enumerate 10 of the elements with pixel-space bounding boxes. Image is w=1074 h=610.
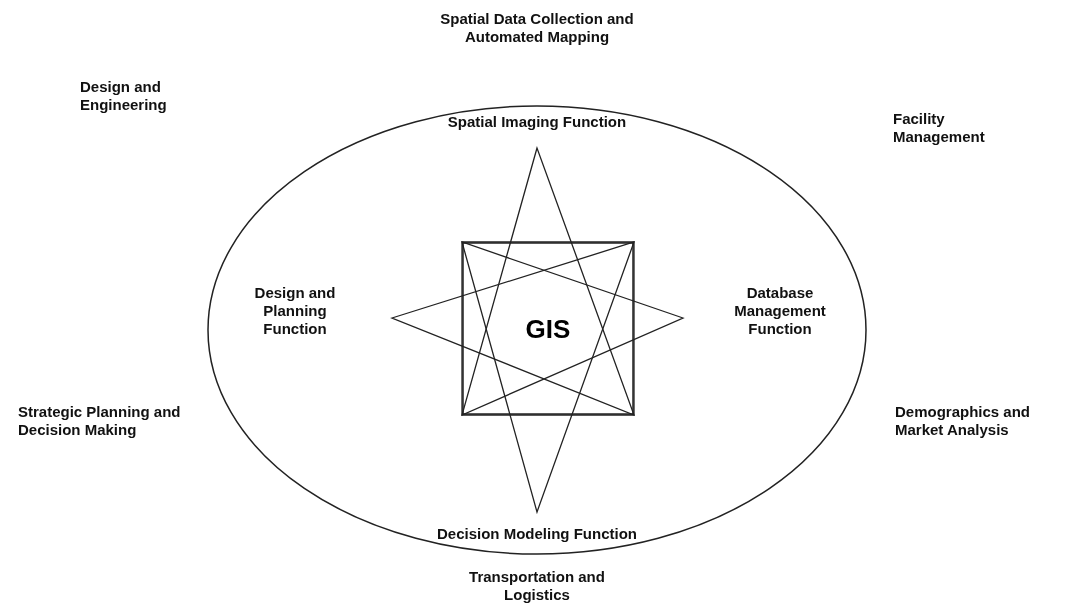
function-label: Decision Modeling Function xyxy=(437,525,637,543)
outer-application-label: Design and Engineering xyxy=(80,78,168,114)
function-label: Spatial Imaging Function xyxy=(447,113,627,131)
outer-application-label: Spatial Data Collection and Automated Mapping xyxy=(439,10,635,46)
outer-application-label: Demographics and Market Analysis xyxy=(895,403,1032,439)
outer-application-label: Transportation and Logistics xyxy=(468,568,606,604)
outer-application-label: Strategic Planning and Decision Making xyxy=(18,403,182,439)
outer-application-label: Facility Management xyxy=(893,110,986,146)
function-label: Database Management Function xyxy=(733,284,827,338)
function-label: Design and Planning Function xyxy=(253,284,337,338)
